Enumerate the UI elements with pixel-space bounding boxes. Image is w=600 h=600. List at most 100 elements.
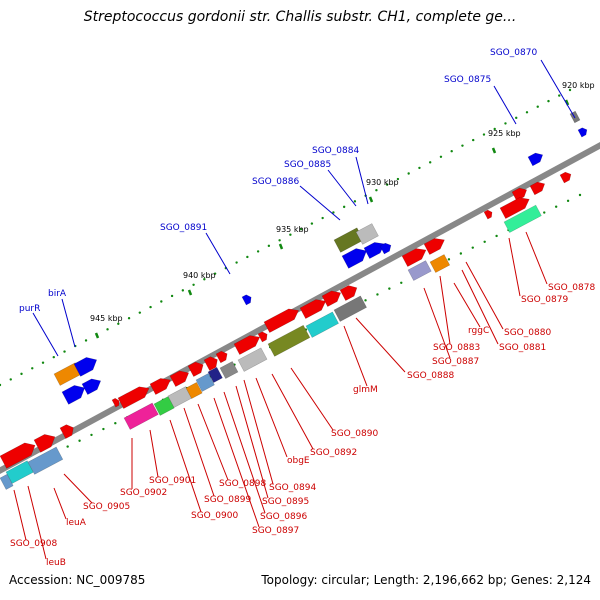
gene-arrow	[529, 181, 546, 196]
tick-dot	[246, 255, 249, 259]
tick-label: 920 kbp	[562, 81, 595, 90]
tick-dot-layer	[0, 88, 582, 472]
gene-arrow	[149, 378, 171, 395]
gene-label: SGO_0883	[433, 343, 480, 353]
leader-line	[493, 85, 517, 125]
leader-line	[13, 489, 27, 541]
gene-label: purR	[19, 304, 40, 314]
gene-label: SGO_0908	[10, 539, 57, 549]
gene-label: birA	[48, 289, 67, 299]
tick-dot	[342, 205, 346, 209]
tick-dot	[554, 205, 558, 208]
gene-arrow	[203, 356, 218, 371]
tick-dot	[138, 311, 142, 314]
tick-dot	[213, 272, 217, 275]
gene-label: SGO_0895	[262, 497, 309, 507]
gene-label: SGO_0896	[260, 512, 307, 522]
tick-dot	[418, 166, 421, 170]
tick-label: 945 kbp	[90, 314, 123, 323]
tick-dot	[203, 278, 206, 281]
gene-box	[333, 295, 367, 322]
gene-label: glmM	[353, 385, 378, 395]
leader-line	[355, 317, 406, 373]
gene-arrow	[341, 248, 367, 269]
leader-line	[243, 379, 274, 485]
tick-dot	[102, 427, 105, 431]
tick-dot	[504, 122, 507, 125]
tick-dot	[558, 94, 561, 97]
tick-dot	[385, 183, 389, 186]
tick-dot	[566, 199, 570, 203]
gene-label: SGO_0870	[490, 48, 537, 58]
gene-label: SGO_0905	[83, 502, 130, 512]
tick-dot	[447, 258, 451, 261]
gene-arrow	[61, 385, 86, 405]
gene-label: SGO_0891	[160, 223, 207, 233]
leader-line	[213, 397, 260, 528]
tick-dot	[66, 445, 69, 448]
gene-box	[407, 260, 432, 281]
gene-label: SGO_0894	[269, 483, 316, 493]
leader-layer	[13, 59, 576, 560]
tick-dot	[41, 361, 45, 364]
tick-label: 925 kbp	[488, 129, 521, 138]
tick-label: 935 kbp	[276, 225, 309, 234]
tick-label: 930 kbp	[366, 178, 399, 187]
tick-dot	[106, 328, 109, 331]
leader-line	[439, 275, 451, 345]
tick-dot	[289, 233, 292, 236]
gene-label: SGO_0898	[219, 479, 266, 489]
leader-line	[183, 407, 215, 497]
tick-dot	[547, 99, 550, 103]
tick-dot	[256, 250, 260, 253]
gene-box	[5, 460, 34, 484]
leader-line	[343, 325, 368, 387]
tick-dot	[471, 246, 474, 249]
tick-dot	[543, 211, 546, 214]
tick-dot	[170, 294, 174, 298]
tick-dot	[117, 322, 120, 325]
tick-dot	[482, 133, 486, 136]
gene-arrow	[257, 331, 268, 343]
gene-box	[429, 254, 451, 273]
leader-line	[61, 298, 76, 348]
gene-box	[219, 361, 239, 379]
leader-line	[508, 237, 521, 297]
tick-dot	[310, 222, 314, 225]
gene-box	[267, 324, 311, 357]
tick-dot	[235, 261, 238, 264]
tick-dot	[149, 305, 152, 309]
gene-arrow	[339, 285, 358, 301]
tick-dot	[181, 289, 185, 292]
tick-dot	[515, 116, 518, 120]
tick-mark	[278, 243, 284, 250]
tick-dot	[483, 240, 486, 244]
leader-line	[27, 485, 47, 560]
tick-dot	[459, 252, 463, 255]
tick-dot	[332, 211, 335, 214]
tick-mark	[564, 99, 570, 106]
gene-label: SGO_0902	[120, 488, 167, 498]
gene-arrow	[117, 386, 150, 409]
tick-dot	[299, 227, 303, 231]
leader-line	[423, 287, 451, 359]
tick-dot	[578, 193, 582, 197]
gene-arrow	[33, 434, 56, 453]
gene-box	[207, 366, 223, 383]
tick-dot	[63, 350, 66, 353]
leader-line	[355, 156, 369, 205]
leader-line	[271, 373, 314, 450]
gene-arrow	[111, 398, 120, 408]
tick-dot	[78, 439, 81, 442]
leader-line	[299, 185, 341, 221]
tick-dot	[31, 367, 34, 370]
gene-arrow	[559, 171, 572, 184]
gene-box	[503, 204, 542, 233]
gene-label: SGO_0897	[252, 526, 299, 536]
tick-dot	[525, 111, 529, 114]
gene-arrow	[81, 378, 102, 395]
gene-arrow	[187, 361, 204, 377]
gene-label: SGO_0900	[191, 511, 238, 521]
